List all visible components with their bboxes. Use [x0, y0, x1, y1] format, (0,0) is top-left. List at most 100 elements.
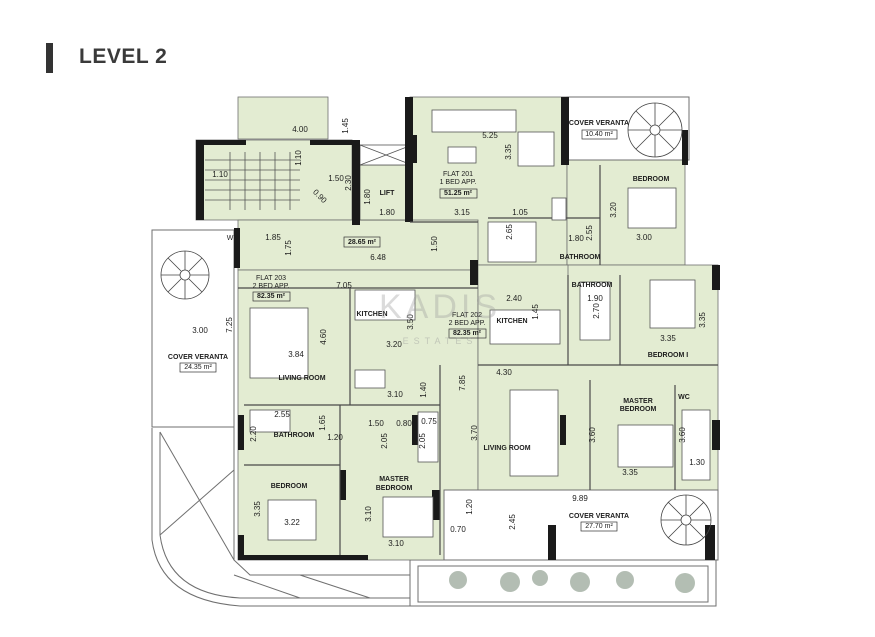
- flat202-name: FLAT 202: [452, 312, 482, 319]
- dim-label: 1.50: [328, 174, 344, 183]
- watermark-sub: ESTATES: [403, 336, 478, 346]
- dining-table-icon: [517, 131, 555, 167]
- veranta-left-area: 24.35 m²: [184, 364, 212, 371]
- bathroom-flat202-label: BATHROOM: [572, 282, 613, 289]
- dim-label: 2.55: [274, 410, 290, 419]
- dim-label: 1.85: [265, 233, 281, 242]
- dim-label: 2.40: [506, 294, 522, 303]
- dim-label: 1.05: [512, 208, 528, 217]
- dim-label: 1.90: [587, 294, 603, 303]
- living-room-flat203-label: LIVING ROOM: [278, 375, 325, 382]
- dim-label: 2.70: [592, 303, 601, 319]
- bedroom-flat201-label: BEDROOM: [633, 176, 670, 183]
- kitchen-flat202-label: KITCHEN: [496, 318, 527, 325]
- veranta-top-label: COVER VERANTA: [569, 120, 629, 127]
- watermark-logo: KADIS: [379, 288, 501, 326]
- dim-label: 3.10: [364, 506, 373, 522]
- dim-label: 2.05: [418, 433, 427, 449]
- veranda-areas: [151, 96, 719, 561]
- bed-icon: [627, 187, 677, 229]
- dim-label: 3.15: [454, 208, 470, 217]
- dim-label: 1.80: [568, 234, 584, 243]
- dim-label: 4.00: [292, 125, 308, 134]
- dim-label: 2.05: [380, 433, 389, 449]
- flat201-type: 1 BED APP.: [440, 179, 477, 186]
- dim-label: 1.65: [318, 415, 327, 431]
- level-bar: [46, 43, 53, 73]
- flat201-area: 51.25 m²: [444, 190, 473, 197]
- dim-label: 4.60: [319, 329, 328, 345]
- lobby-area-label: 28.65 m²: [348, 239, 377, 246]
- room-labels: LIFT 28.65 m² FLAT 201 1 BED APP. 51.25 …: [168, 120, 690, 532]
- dim-label: 9.89: [572, 494, 588, 503]
- bedroom1-label: BEDROOM I: [648, 352, 689, 359]
- veranta-bottom-label: COVER VERANTA: [569, 513, 629, 520]
- page-title: LEVEL 2: [79, 45, 168, 68]
- dim-label: 3.60: [588, 427, 597, 443]
- flat203-name: FLAT 203: [256, 275, 286, 282]
- sink-icon: [354, 369, 386, 389]
- dim-label: 1.10: [294, 150, 303, 166]
- coffee-table-icon: [447, 146, 477, 164]
- dim-label: 1.50: [430, 236, 439, 252]
- dim-label: 7.25: [225, 317, 234, 333]
- sofa-icon: [431, 109, 517, 133]
- bed-icon: [382, 496, 434, 538]
- toilet-icon: [551, 197, 567, 221]
- dim-label: 1.40: [419, 382, 428, 398]
- dim-label: 2.65: [505, 224, 514, 240]
- bedroom-flat203-label: BEDROOM: [271, 483, 308, 490]
- dim-label: 2.55: [585, 225, 594, 241]
- master-flat203-label: MASTER: [379, 476, 409, 483]
- dim-label: 3.84: [288, 350, 304, 359]
- planter-row: [449, 570, 695, 593]
- flat201-name: FLAT 201: [443, 171, 473, 178]
- dim-label: 2.20: [249, 426, 258, 442]
- veranta-top-area: 10.40 m²: [585, 131, 613, 138]
- bath-icon: [249, 409, 291, 433]
- master-bedroom-label: BEDROOM: [620, 406, 657, 413]
- living-room-flat202-label: LIVING ROOM: [483, 445, 530, 452]
- lift-label: LIFT: [380, 190, 395, 197]
- kitchen-counter-icon: [487, 221, 537, 263]
- dim-label: 6.48: [370, 253, 386, 262]
- dim-label: 1.30: [689, 458, 705, 467]
- flat202-type: 2 BED APP.: [449, 320, 486, 327]
- dim-label: 5.25: [482, 131, 498, 140]
- dim-label: 0.70: [450, 525, 466, 534]
- dim-label: 4.30: [496, 368, 512, 377]
- bed-icon: [649, 279, 696, 329]
- dining-table-icon: [354, 289, 416, 321]
- dim-label: 3.00: [636, 233, 652, 242]
- bathroom-flat201-label: BATHROOM: [560, 254, 601, 261]
- dim-label: 1.45: [531, 304, 540, 320]
- dim-label: 3.10: [388, 539, 404, 548]
- w-label: W: [227, 235, 234, 242]
- dim-label: 0.75: [421, 417, 437, 426]
- dim-label: 1.50: [368, 419, 384, 428]
- dim-label: 1.45: [341, 118, 350, 134]
- dim-label: 3.20: [609, 202, 618, 218]
- walls: [196, 97, 720, 560]
- dim-label: 3.20: [386, 340, 402, 349]
- dim-label: 1.20: [465, 499, 474, 515]
- dim-label: 3.10: [387, 390, 403, 399]
- shower-icon: [417, 411, 439, 463]
- dim-label: 3.22: [284, 518, 300, 527]
- bed-icon: [617, 424, 674, 468]
- dim-label: 1.10: [212, 170, 228, 179]
- spiral-stairs: [160, 102, 712, 546]
- dim-label: 7.05: [336, 281, 352, 290]
- dim-label: 3.35: [622, 468, 638, 477]
- wc-label: WC: [678, 394, 690, 401]
- stair-core: [205, 144, 413, 221]
- dim-label: 3.60: [678, 427, 687, 443]
- dim-label: 0.80: [396, 419, 412, 428]
- dim-label: 3.35: [660, 334, 676, 343]
- partitions: [238, 165, 718, 555]
- flat202-area: 82.35 m²: [453, 330, 482, 337]
- dim-label: 1.80: [363, 189, 372, 205]
- dim-label: 2.45: [508, 514, 517, 530]
- master-label: MASTER: [623, 398, 653, 405]
